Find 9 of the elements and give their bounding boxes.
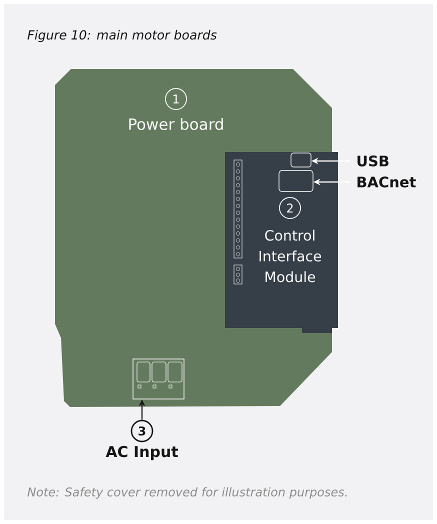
terminal-block — [132, 358, 184, 400]
callout-label: AC Input — [106, 446, 178, 460]
port-label: BACnet — [358, 176, 416, 188]
figure-title: Figure 10: main motor boards — [28, 30, 217, 42]
callout-number: 3 — [130, 420, 154, 442]
port-label: USB — [358, 156, 388, 166]
note-text: Note: Safety cover removed for illustration purposes. — [28, 487, 347, 499]
board-label: Power board — [129, 118, 223, 130]
callout-number: 1 — [165, 88, 187, 110]
